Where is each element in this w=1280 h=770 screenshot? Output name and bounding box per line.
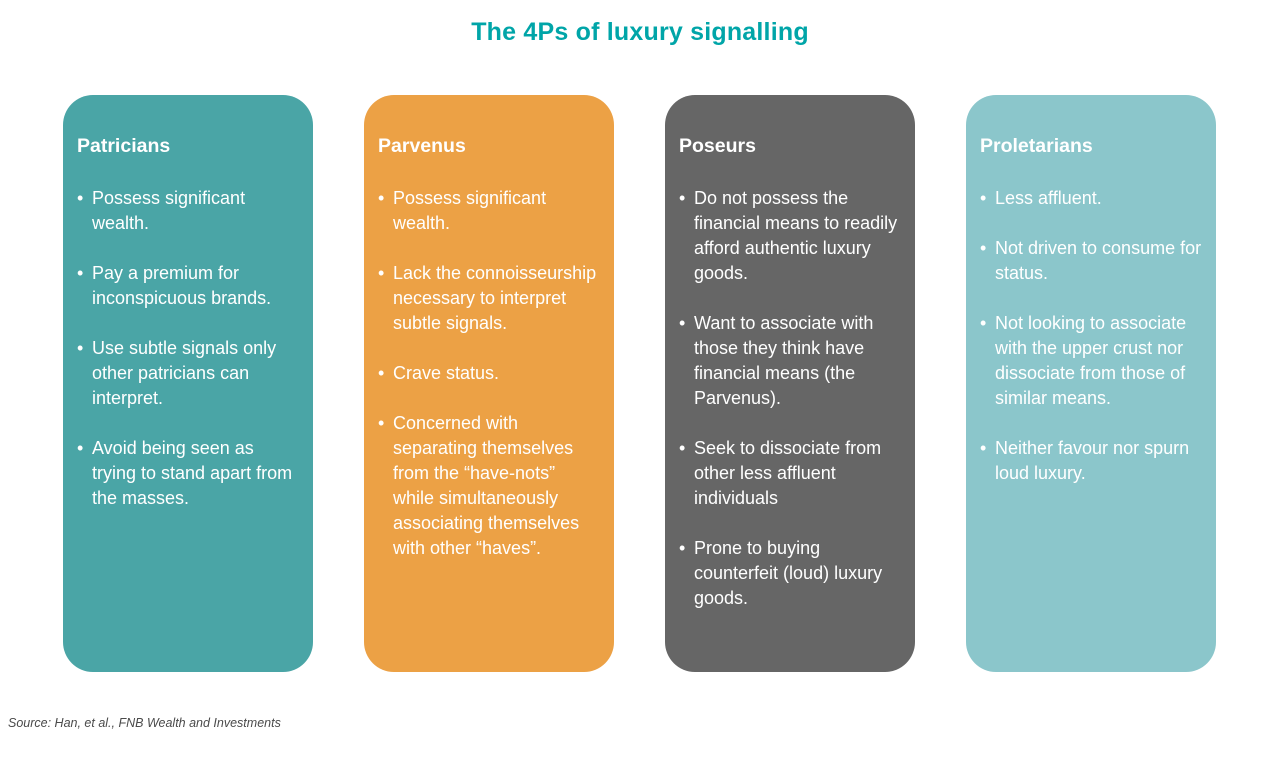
- bullet-item: Use subtle signals only other patricians…: [77, 336, 300, 411]
- source-note: Source: Han, et al., FNB Wealth and Inve…: [8, 716, 281, 730]
- bullet-item: Not driven to consume for status.: [980, 236, 1203, 286]
- bullet-item: Prone to buying counterfeit (loud) luxur…: [679, 536, 902, 611]
- bullet-list: Possess significant wealth. Pay a premium…: [77, 186, 300, 511]
- bullet-item: Avoid being seen as trying to stand apar…: [77, 436, 300, 511]
- card-poseurs: Poseurs Do not possess the financial mea…: [665, 95, 915, 672]
- bullet-item: Want to associate with those they think …: [679, 311, 902, 411]
- card-parvenus: Parvenus Possess significant wealth. Lack…: [364, 95, 614, 672]
- bullet-item: Crave status.: [378, 361, 601, 386]
- bullet-item: Do not possess the financial means to re…: [679, 186, 902, 286]
- bullet-item: Possess significant wealth.: [77, 186, 300, 236]
- cards-row: Patricians Possess significant wealth.Pa…: [63, 95, 1216, 672]
- bullet-item: Possess significant wealth.: [378, 186, 601, 236]
- bullet-item: Neither favour nor spurn loud luxury.: [980, 436, 1203, 486]
- card-title: Parvenus: [378, 135, 466, 157]
- bullet-item: Concerned with separating themselves fro…: [378, 411, 601, 561]
- card-proletarians: Proletarians Less affluent. Not driven to…: [966, 95, 1216, 672]
- card-title: Proletarians: [980, 135, 1093, 157]
- card-title: Patricians: [77, 135, 171, 157]
- card-patricians: Patricians Possess significant wealth. Pa…: [63, 95, 313, 672]
- bullet-item: Pay a premium for inconspicuous brands.: [77, 261, 300, 311]
- card-title: Poseurs: [679, 135, 756, 157]
- bullet-list: Do not possess the financial means to re…: [679, 186, 902, 611]
- bullet-list: Less affluent. Not driven to consume for …: [980, 186, 1203, 486]
- bullet-list: Possess significant wealth. Lack the conn…: [378, 186, 601, 561]
- bullet-item: Lack the connoisseurship necessary to in…: [378, 261, 601, 336]
- page-title: The 4Ps of luxury signalling: [471, 18, 809, 46]
- bullet-item: Not looking to associate with the upper …: [980, 311, 1203, 411]
- bullet-item: Less affluent.: [980, 186, 1203, 211]
- bullet-item: Seek to dissociate from other less afflu…: [679, 436, 902, 511]
